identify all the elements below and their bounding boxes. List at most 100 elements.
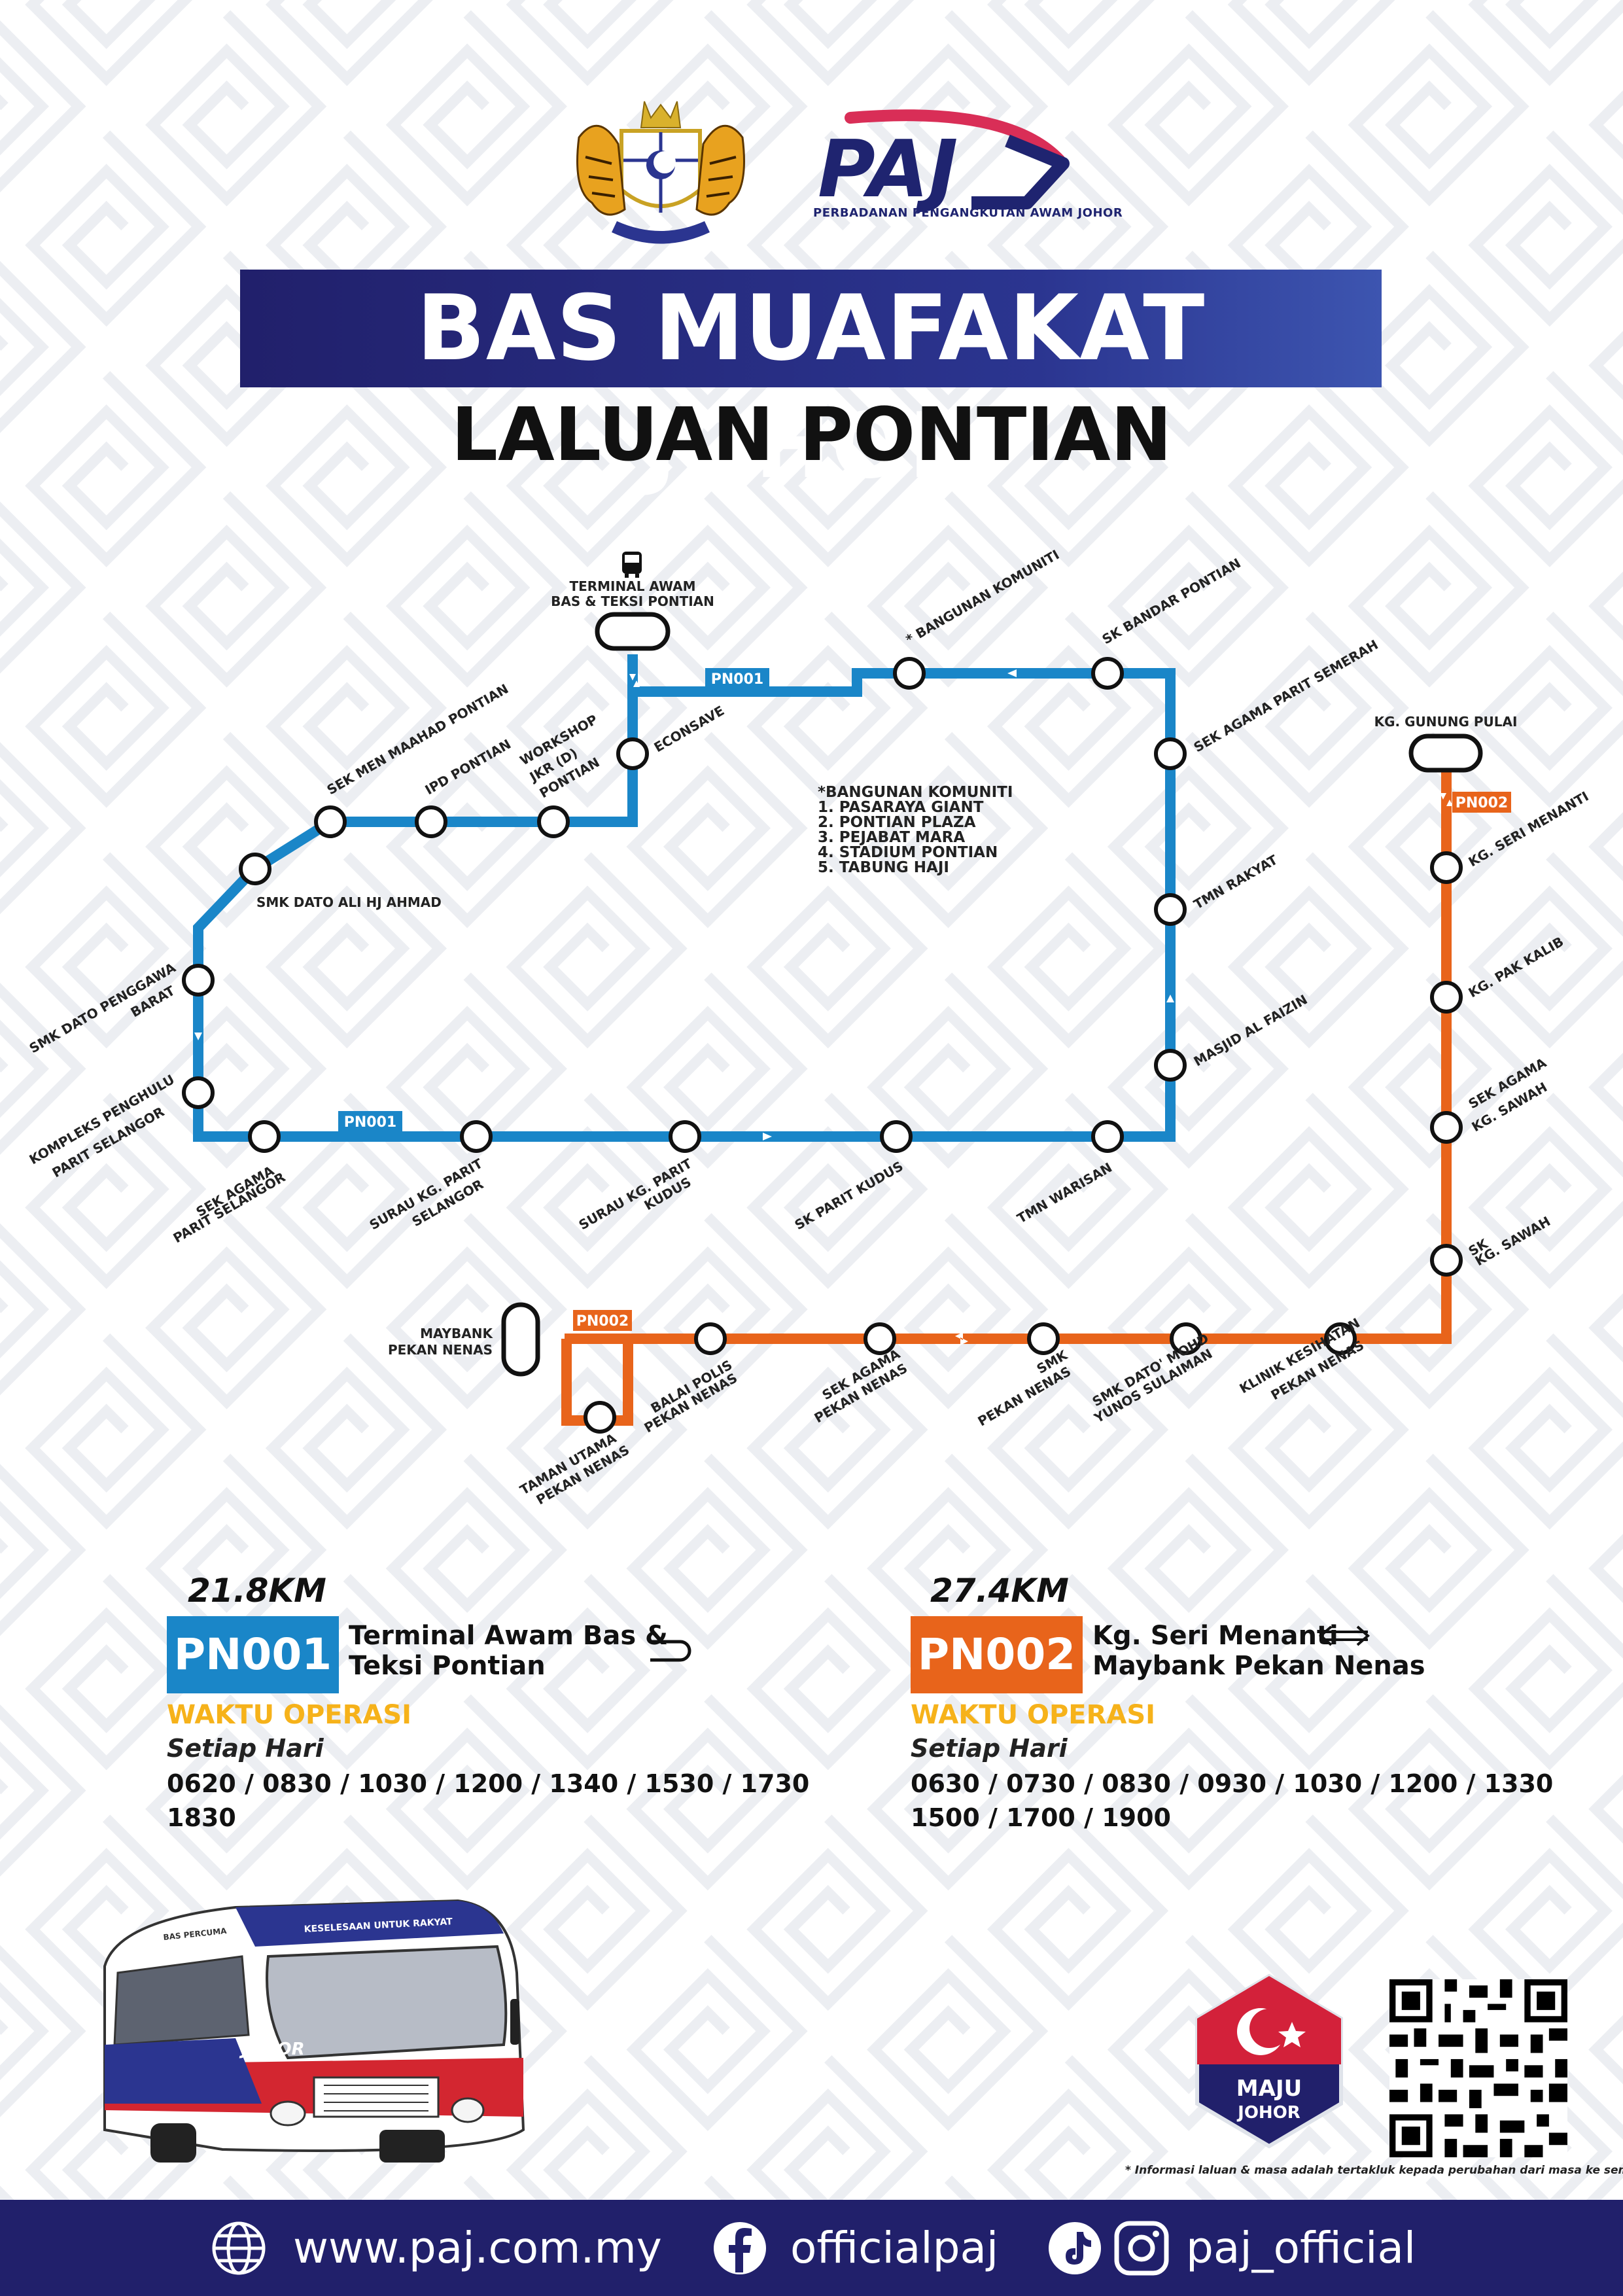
pn001-badge: PN001 — [167, 1616, 339, 1693]
stop-workshop-jkr — [537, 805, 570, 838]
arrow-right-icon — [763, 1133, 772, 1140]
stop-kg-seri-menanti — [1430, 851, 1463, 884]
stop-kompleks-penghulu — [182, 1076, 215, 1109]
terminal-label-1: TERMINAL AWAM — [569, 578, 695, 594]
pn001-stops — [182, 657, 1187, 1153]
stop-sek-agama-kg-sawah — [1430, 1111, 1463, 1144]
stop-taman-utama — [584, 1401, 616, 1434]
facebook-link[interactable]: officialpaj — [790, 2223, 999, 2273]
globe-icon — [212, 2221, 266, 2275]
svg-text:*BANGUNAN KOMUNITI: *BANGUNAN KOMUNITI — [818, 784, 1013, 801]
stop-tmn-rakyat — [1154, 893, 1187, 926]
terminal-label-2: BAS & TEKSI PONTIAN — [551, 593, 714, 609]
paj-logo-mark: PAJ — [818, 109, 1070, 215]
tiktok-icon — [1049, 2222, 1101, 2274]
maybank-pekan-nenas-stop — [501, 1302, 540, 1377]
label-econsave: ECONSAVE — [652, 703, 727, 756]
bidirectional-arrow-icon — [1318, 1625, 1370, 1646]
label-bangunan-komuniti: * BANGUNAN KOMUNITI — [903, 546, 1062, 647]
pn001-tag-bottom: PN001 — [338, 1111, 402, 1132]
arrow-updown-icon-2 — [1440, 793, 1453, 806]
pn002-tag-left: PN002 — [573, 1310, 632, 1331]
pn001-waktu-label: WAKTU OPERASI — [167, 1700, 412, 1730]
svg-text:3. PEJABAT MARA: 3. PEJABAT MARA — [818, 829, 965, 846]
maju-line1: MAJU — [1236, 2075, 1302, 2102]
pn001-tag-top: PN001 — [705, 668, 769, 689]
stop-sek-agama-parit-semerah — [1154, 737, 1187, 770]
komuniti-note: *BANGUNAN KOMUNITI 1. PASARAYA GIANT 2. … — [818, 784, 1013, 876]
bus-icon — [622, 552, 642, 578]
svg-text:2. PONTIAN PLAZA: 2. PONTIAN PLAZA — [818, 814, 976, 831]
pn001-setiap-hari: Setiap Hari — [167, 1734, 324, 1763]
pn002-waktu-label: WAKTU OPERASI — [911, 1700, 1156, 1730]
label-sek-agama-parit-semerah: SEK AGAMA PARIT SEMERAH — [1191, 637, 1381, 755]
stop-klinik-kesihatan — [1324, 1322, 1357, 1355]
social-link[interactable]: paj_official — [1186, 2223, 1416, 2273]
stop-ipd-pontian — [415, 805, 447, 838]
disclaimer: * Informasi laluan & masa adalah tertakl… — [1125, 2164, 1623, 2177]
arrow-down-icon — [194, 1033, 202, 1040]
stop-sk-parit-kudus — [880, 1120, 913, 1153]
pn001-times-line2: 1830 — [167, 1803, 236, 1832]
stop-sek-agama-parit-selangor — [248, 1120, 281, 1153]
stop-balai-polis — [694, 1322, 727, 1355]
paj-logo-text: PAJ — [818, 124, 958, 215]
label-masjid-al-faizin: MASJID AL FAIZIN — [1191, 991, 1310, 1069]
pn002-desc-line2: Maybank Pekan Nenas — [1092, 1651, 1425, 1681]
stop-sk-bandar-pontian — [1091, 657, 1124, 690]
stop-smk-pekan-nenas — [1027, 1322, 1060, 1355]
stop-surau-parit-selangor — [460, 1120, 493, 1153]
pn002-badge: PN002 — [911, 1616, 1083, 1693]
stop-smk-dato-ali — [239, 853, 271, 885]
label-sek-agama-parit-selangor-2: PARIT SELANGOR — [171, 1169, 288, 1246]
label-ipd-pontian: IPD PONTIAN — [423, 736, 514, 798]
svg-text:5. TABUNG HAJI: 5. TABUNG HAJI — [818, 859, 949, 876]
label-sk-bandar-pontian: SK BANDAR PONTIAN — [1100, 555, 1244, 647]
pn002-stops — [584, 851, 1463, 1434]
svg-text:PN002: PN002 — [576, 1313, 629, 1330]
qr-code[interactable] — [1389, 1979, 1567, 2157]
label-kg-pak-kalib: KG. PAK KALIB — [1466, 934, 1567, 1001]
svg-text:PN002: PN002 — [1456, 795, 1508, 811]
facebook-icon — [714, 2222, 766, 2274]
stop-surau-parit-kudus — [669, 1120, 701, 1153]
pn001-distance: 21.8KM — [188, 1572, 326, 1610]
pn001-desc-line2: Teksi Pontian — [349, 1651, 546, 1681]
page-subtitle: LALUAN PONTIAN — [451, 393, 1172, 478]
arrow-left-icon — [1007, 669, 1017, 677]
arrow-leftright-icon — [955, 1332, 968, 1345]
stop-smk-dato-mohd-yunos — [1170, 1322, 1202, 1355]
arrow-updown-icon — [629, 674, 640, 687]
loop-icon — [650, 1640, 691, 1662]
label-sk-parit-kudus: SK PARIT KUDUS — [792, 1158, 906, 1233]
stop-sek-agama-pekan-nenas — [864, 1322, 896, 1355]
stop-masjid-al-faizin — [1154, 1049, 1187, 1082]
label-smk-dato-ali: SMK DATO ALI HJ AHMAD — [256, 894, 442, 910]
label-maybank-1: MAYBANK — [420, 1326, 493, 1341]
label-tmn-rakyat: TMN RAKYAT — [1191, 851, 1281, 912]
maju-johor-logo: MAJU JOHOR — [1195, 1973, 1343, 2149]
stop-sek-men-maahad — [314, 805, 347, 838]
pn001-times-line1: 0620 / 0830 / 1030 / 1200 / 1340 / 1530 … — [167, 1769, 810, 1798]
footer-bar — [0, 2200, 1623, 2296]
pn002-setiap-hari: Setiap Hari — [911, 1734, 1068, 1763]
label-smk-pekan-nenas-2: PEKAN NENAS — [975, 1364, 1074, 1430]
svg-text:1. PASARAYA GIANT: 1. PASARAYA GIANT — [818, 799, 984, 816]
terminal-pontian-stop — [595, 612, 671, 651]
page-title: BAS MUAFAKAT JOHOR — [240, 270, 1382, 499]
direction-arrows — [194, 669, 1453, 1345]
stop-kg-pak-kalib — [1430, 981, 1463, 1014]
pn002-times-line1: 0630 / 0730 / 0830 / 0930 / 1030 / 1200 … — [911, 1769, 1554, 1798]
maju-line2: JOHOR — [1236, 2103, 1300, 2123]
pn002-desc-line1: Kg. Seri Menanti — [1092, 1621, 1338, 1651]
website-link[interactable]: www.paj.com.my — [293, 2223, 662, 2273]
stop-bangunan-komuniti — [893, 657, 926, 690]
pn002-times-line2: 1500 / 1700 / 1900 — [911, 1803, 1171, 1832]
pn002-route-line — [561, 766, 1452, 1426]
stop-tmn-warisan — [1091, 1120, 1124, 1153]
stop-smk-dato-penggawa — [182, 964, 215, 997]
svg-text:4. STADIUM PONTIAN: 4. STADIUM PONTIAN — [818, 844, 998, 861]
pn001-desc-line1: Terminal Awam Bas & — [349, 1621, 668, 1651]
johor-crest-logo — [576, 101, 745, 244]
